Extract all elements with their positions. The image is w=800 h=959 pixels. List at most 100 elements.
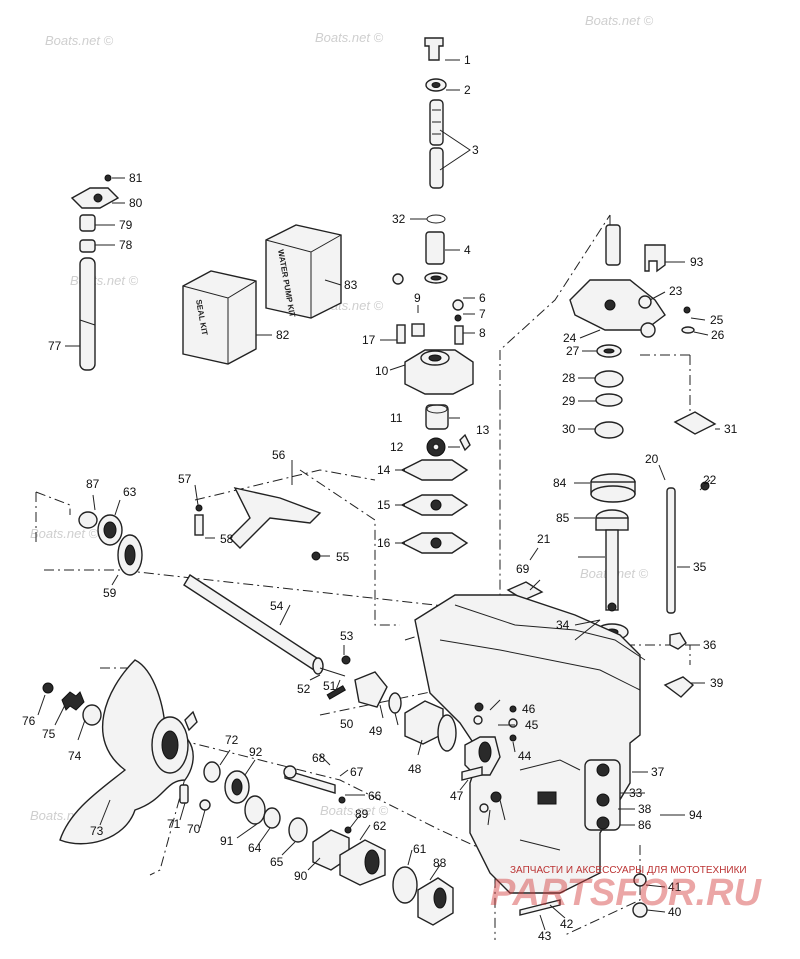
part-28 [594,370,624,388]
part-70 [199,799,211,811]
callout-label: 70 [187,822,201,836]
part-36 [669,632,687,650]
brand-logo: PARTSFOR.RU [490,872,762,914]
callout-label: 49 [369,724,383,738]
watermark: Boats.net © [315,30,384,45]
propeller-shaft-part-54 [183,574,321,671]
callout-label: 51 [323,679,337,693]
key-part-13 [459,433,471,452]
callout-label: 66 [368,789,382,803]
callout-label: 80 [129,196,143,210]
screw-part-25 [683,306,691,314]
prop-shaft-parts [42,486,648,926]
part-7 [454,314,462,322]
callout-label: 13 [476,423,490,437]
callout-label: 25 [710,313,724,327]
left-column-parts [70,174,120,371]
part-30 [594,421,624,439]
shift-rod-part [605,224,621,266]
part-23 [638,295,652,309]
gasket-part-14 [400,459,469,481]
callout-label: 93 [690,255,704,269]
part-57 [195,504,203,512]
seal-part-78 [79,239,96,253]
callout-label: 17 [362,333,376,347]
watermark: Boats.net © [320,803,389,818]
callout-label: 32 [392,212,406,226]
washer-part-87 [78,511,98,529]
sleeve-part-4 [425,231,445,265]
callout-label: 52 [297,682,311,696]
part-8 [454,325,464,345]
callout-label: 36 [703,638,717,652]
part-58 [194,514,204,536]
part-74 [82,704,102,726]
callout-label: 83 [344,278,358,292]
callout-label: 48 [408,762,422,776]
part-41 [490,791,502,803]
water-pump-kit-box [265,224,342,319]
callout-label: 37 [651,765,665,779]
o-ring-part-61 [392,866,418,904]
part-39 [663,676,695,698]
part-52 [319,667,346,677]
callout-label: 4 [464,243,471,257]
screw-part-71 [179,784,189,804]
callout-label: 44 [518,749,532,763]
screw-part-22 [700,481,710,491]
plate-part-56 [229,486,322,549]
part-72 [203,761,221,783]
callout-label: 90 [294,869,308,883]
callout-label: 28 [562,371,576,385]
callout-label: 12 [390,440,404,454]
part-65 [263,807,281,829]
callout-label: 61 [413,842,427,856]
bushing-part-1 [424,37,444,61]
callout-label: 41 [668,880,682,894]
screw-part-81 [104,174,112,182]
o-ring-part-32 [426,214,446,224]
part-6 [452,299,464,311]
callout-label: 6 [479,291,486,305]
part-89 [344,826,352,834]
nut-part-76 [42,682,54,694]
callout-label: 79 [119,218,133,232]
callout-label: 72 [225,733,239,747]
part-75 [61,691,85,711]
clutch-part-50 [354,671,388,708]
seal-kit-box [182,270,257,365]
callout-label: 62 [373,819,387,833]
callout-label: 39 [710,676,724,690]
callout-label: 63 [123,485,137,499]
shift-parts [569,224,717,439]
part-91 [244,795,266,825]
callout-label: 23 [669,284,683,298]
callout-label: 14 [377,463,391,477]
callout-label: 34 [556,618,570,632]
shift-rod-part-35 [666,487,676,614]
callout-label: 74 [68,749,82,763]
part-93 [644,244,666,273]
callout-label: 11 [390,411,403,425]
gear-part-48 [404,700,444,745]
callout-label: 57 [178,472,192,486]
callout-label: 15 [377,498,391,512]
callout-label: 73 [90,824,104,838]
part-40 [479,803,489,813]
watermark: Boats.net © [45,33,114,48]
leader-lines [37,59,720,931]
callout-label: 10 [375,364,389,378]
callout-label: 47 [450,789,464,803]
pin-part-51 [326,685,346,700]
callout-label: 55 [336,550,350,564]
o-ring-part-29 [595,393,623,407]
callout-label: 9 [414,291,421,305]
callout-label: 24 [563,331,577,345]
callout-label: 22 [703,473,717,487]
callout-label: 78 [119,238,133,252]
screw-part-55 [311,551,321,561]
callout-label: 92 [249,745,263,759]
bracket-part-24 [569,279,666,331]
callout-label: 30 [562,422,576,436]
